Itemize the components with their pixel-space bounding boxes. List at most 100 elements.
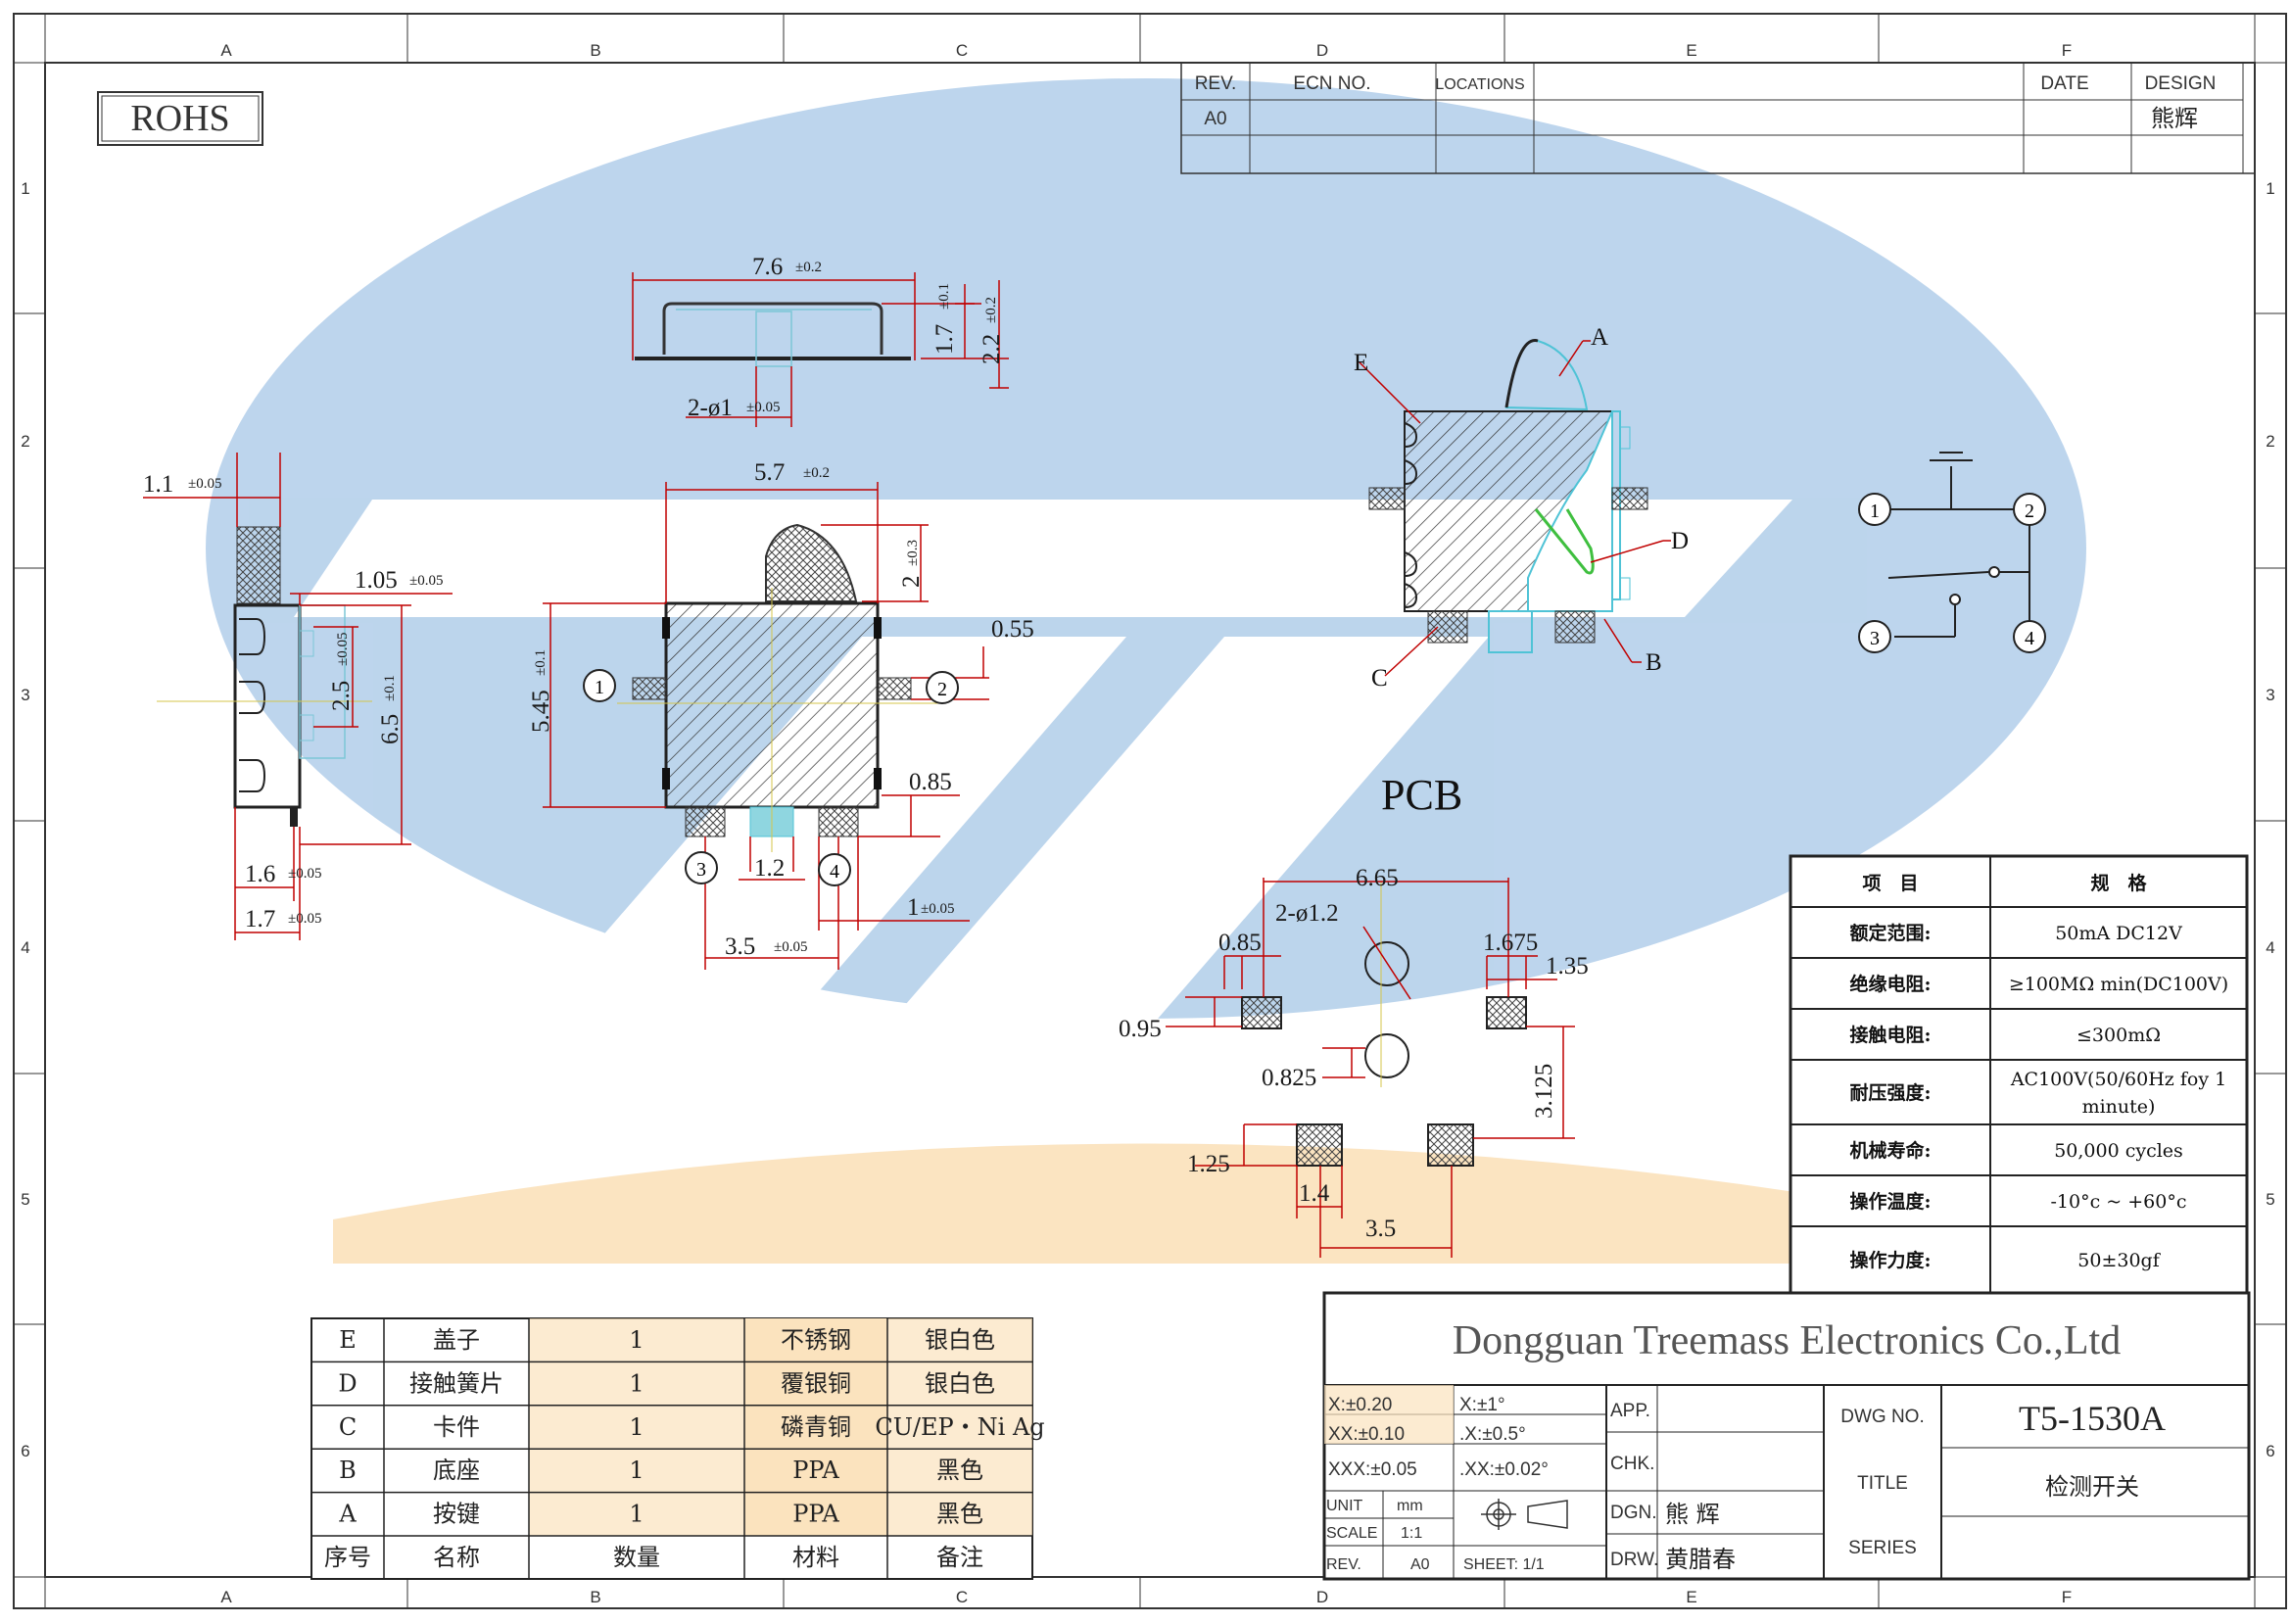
dim-top-width-tol: ±0.2 [795,260,822,275]
rev-header-locations: LOCATIONS [1435,76,1524,93]
spec-row-label: 操作温度: [1849,1190,1931,1213]
bom-cell: PPA [792,1457,839,1484]
tol-ang-xx: .X:±0.5° [1459,1424,1526,1445]
front-view: 5.7 ±0.2 5.45 ±0.1 2 ±0.3 0.55 0.85 1.2 … [528,459,1034,970]
dim-side-b1: 1.6 [245,861,275,887]
svg-text:2: 2 [937,679,947,700]
spec-table: 项 目规 格额定范围:50mA DC12V绝缘电阻:≥100MΩ min(DC1… [1789,854,2249,1297]
tol-xx: XX:±0.10 [1328,1424,1405,1445]
dim-pcb-135: 1.35 [1546,953,1589,979]
bom-cell: 银白色 [925,1369,995,1397]
bom-cell: 接触簧片 [409,1369,503,1397]
dim-front-h: 5.45 [528,690,554,733]
dim-pcb-125: 1.25 [1187,1151,1230,1177]
bom-header-cell: 备注 [936,1544,983,1571]
bom-cell: 1 [629,1326,644,1354]
bom-cell: 银白色 [925,1326,995,1354]
dim-pcb-3125: 3.125 [1531,1064,1557,1119]
dim-top-hole-tol: ±0.05 [746,400,780,415]
svg-text:3: 3 [696,859,706,881]
dim-front-1: 1 [907,894,920,921]
spec-header-value: 规 格 [2090,872,2147,894]
zone-label-left-4: 4 [21,938,29,957]
dim-side-b2: 1.7 [245,906,275,932]
dim-side-pitch-tol: ±0.05 [335,633,351,666]
dim-side-step: 1.05 [355,567,398,594]
zone-label-bottom-F: F [2062,1588,2072,1606]
sheet-value: SHEET: 1/1 [1463,1556,1545,1573]
spec-row-value: 50±30gf [2077,1250,2161,1271]
dim-pcb-hole: 2-ø1.2 [1275,900,1339,927]
dim-front-055: 0.55 [991,616,1034,643]
zone-label-right-6: 6 [2266,1442,2274,1460]
pin-marker-2: 2 [926,671,959,704]
dim-front-act-tol: ±0.3 [905,540,921,566]
dim-side-b1-tol: ±0.05 [288,866,321,882]
spec-row-value: 50mA DC12V [2055,923,2182,944]
rev-header-design: DESIGN [2145,73,2217,94]
bom-header-cell: 数量 [613,1544,660,1571]
rohs-mark: ROHS [97,91,263,146]
spec-header-item: 项 目 [1862,873,1918,894]
zone-label-top-F: F [2062,41,2072,60]
scale-value: 1:1 [1401,1525,1422,1542]
dim-side-pitch: 2.5 [328,681,355,711]
title-block: Dongguan Treemass Electronics Co.,Ltd X:… [1322,1291,2251,1581]
rev-header-rev: REV. [1195,73,1237,94]
rev-value: A0 [1410,1556,1430,1573]
bom-cell: PPA [792,1501,839,1528]
dim-front-12: 1.2 [754,855,785,882]
app-label: APP. [1610,1401,1650,1421]
zone-label-bottom-A: A [220,1588,232,1606]
bom-cell: 不锈钢 [781,1326,851,1354]
tol-ang-x: X:±1° [1459,1395,1505,1415]
dim-side-h: 6.5 [377,714,404,744]
series-label: SERIES [1848,1538,1917,1558]
bom-cell: 1 [629,1413,644,1441]
svg-text:4: 4 [830,861,839,883]
spec-row-value: -10°c ~ +60°c [2051,1191,2187,1213]
zone-label-top-C: C [956,41,968,60]
dim-front-35: 3.5 [725,933,755,960]
zone-label-left-2: 2 [21,432,29,451]
spec-row-value: 50,000 cycles [2054,1140,2183,1162]
dim-pcb-1675: 1.675 [1483,930,1538,956]
zone-label-top-B: B [590,41,600,60]
rev-label: REV. [1326,1556,1361,1573]
dim-front-085: 0.85 [909,769,952,795]
dim-top-width: 7.6 [752,254,783,280]
company-name: Dongguan Treemass Electronics Co.,Ltd [1453,1318,2121,1363]
unit-label: UNIT [1326,1498,1363,1514]
dim-top-h1-tol: ±0.1 [936,283,952,310]
spec-row-label: 操作力度: [1849,1249,1931,1271]
dim-front-35-tol: ±0.05 [774,939,807,955]
rev-header-date: DATE [2040,73,2088,94]
dim-side-w-tol: ±0.05 [188,476,221,492]
zone-label-right-2: 2 [2266,432,2274,451]
projection-symbol-icon [1481,1499,1568,1530]
tol-x: X:±0.20 [1328,1395,1392,1415]
dim-top-h2-tol: ±0.2 [983,297,999,323]
pcb-title: PCB [1381,771,1462,819]
zone-label-right-4: 4 [2266,938,2274,957]
pin-marker-3: 3 [685,851,718,884]
spec-row-label: 耐压强度: [1849,1081,1931,1104]
dim-side-h-tol: ±0.1 [382,675,398,701]
spec-row-label: 额定范围: [1849,922,1931,944]
dim-pcb-095: 0.95 [1119,1016,1162,1042]
bom-cell: 盖子 [433,1326,480,1354]
bom-cell: 底座 [433,1457,480,1484]
schematic-pin-3-label: 3 [1870,628,1880,649]
zone-label-bottom-E: E [1686,1588,1696,1606]
callout-E: E [1354,350,1368,376]
bom-cell: 覆银铜 [781,1369,851,1397]
schematic-pin-4-label: 4 [2025,628,2034,649]
schematic-pin-1-label: 1 [1870,501,1880,522]
callout-B: B [1646,649,1662,676]
dim-pcb-0825: 0.825 [1262,1065,1316,1091]
dwg-number: T5-1530A [2019,1399,2166,1438]
bom-cell: CU/EP・Ni Ag [875,1413,1044,1441]
top-view: 7.6 ±0.2 1.7 ±0.1 2.2 ±0.2 2-ø1 ±0.05 [632,254,1009,427]
